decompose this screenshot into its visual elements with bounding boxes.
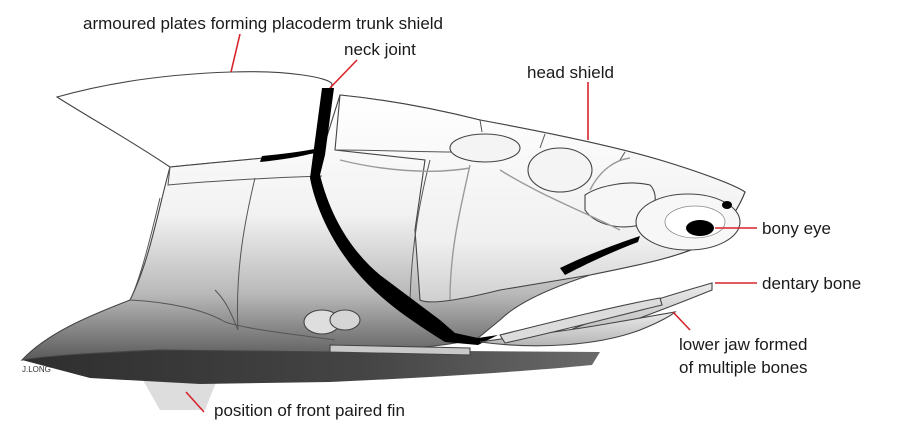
label-neck-joint: neck joint [344,40,416,59]
trunk-seam-5 [224,321,336,341]
infragnathal-bone [499,297,663,344]
pectoral-plate-2 [329,309,361,331]
label-lower-jaw-1: lower jaw formed [679,335,808,354]
trunk-seam-3 [129,197,161,301]
joint-branch-up [260,148,320,162]
pectoral-spine [329,344,471,356]
sensory-groove-4 [589,157,631,191]
head-seam-2 [409,159,431,301]
trunk-seam-2 [236,177,256,331]
neck-joint-band [310,88,498,345]
label-dentary-bone: dentary bone [762,274,861,293]
pineal-plate [449,133,521,163]
label-front-fin: position of front paired fin [214,401,405,420]
nostril [722,201,732,209]
label-trunk-shield: armoured plates forming placoderm trunk … [83,14,443,33]
label-lower-jaw-2: of multiple bones [679,358,808,377]
trunk-seam-6 [214,289,239,331]
artist-credit: J.LONG [22,365,51,374]
leader-lower-jaw [672,311,691,331]
sensory-groove-3 [499,169,621,231]
sensory-groove-1 [339,159,471,172]
leader-neck-joint [329,59,358,89]
sensory-groove-2 [449,164,471,301]
label-bony-eye: bony eye [762,219,831,238]
leader-front-fin [185,391,205,413]
eye-pupil [686,220,714,236]
ventral-base [22,348,600,384]
head-seam-4 [539,133,546,149]
cheek-joint-band [560,236,640,275]
label-head-shield: head shield [527,63,614,82]
trunk-upper-plate [55,71,333,168]
trunk-seam-4 [129,299,226,323]
head-seam-5 [619,151,626,161]
head-seam-3 [479,119,483,133]
leader-trunk-shield [230,33,241,73]
head-seam-1 [334,149,456,153]
central-plate [527,147,593,193]
trunk-seam-1 [167,166,323,186]
head-shield [334,94,746,303]
